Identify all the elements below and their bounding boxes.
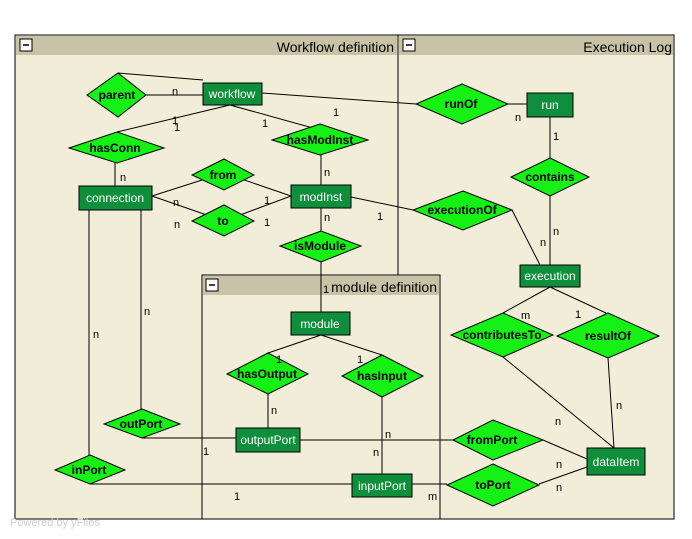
svg-text:hasInput: hasInput: [357, 369, 407, 383]
rel-contains[interactable]: contains: [509, 157, 591, 197]
rel-toport[interactable]: toPort: [445, 463, 541, 507]
card-to-n: n: [174, 219, 180, 231]
svg-text:connection: connection: [86, 191, 144, 205]
svg-text:run: run: [541, 98, 558, 112]
card-contains-n: n: [553, 226, 559, 238]
svg-text:contains: contains: [525, 170, 575, 184]
rel-runof[interactable]: runOf: [414, 83, 510, 125]
collapse-icon[interactable]: [402, 38, 416, 52]
card-parent-1: 1: [172, 115, 178, 127]
card-toport-m: m: [428, 491, 437, 503]
svg-text:outPort: outPort: [120, 417, 163, 431]
rel-parent[interactable]: parent: [86, 72, 147, 118]
svg-text:runOf: runOf: [445, 97, 479, 111]
entity-module[interactable]: module: [290, 311, 351, 336]
svg-text:to: to: [217, 214, 228, 228]
group-title: Workflow definition: [277, 39, 394, 55]
svg-text:resultOf: resultOf: [585, 329, 632, 343]
entity-connection[interactable]: connection: [78, 185, 153, 211]
rel-ismodule[interactable]: isModule: [278, 230, 363, 263]
card-toport-n: n: [556, 482, 562, 494]
entity-workflow[interactable]: workflow: [202, 82, 263, 106]
rel-outport[interactable]: outPort: [102, 408, 182, 439]
card-hasinput-1: 1: [357, 354, 363, 366]
svg-text:hasOutput: hasOutput: [237, 367, 297, 381]
card-executionof-n: n: [540, 237, 546, 249]
card-fromport-n1: n: [385, 429, 391, 441]
rel-hasmodinst[interactable]: hasModInst: [270, 123, 370, 156]
svg-text:outputPort: outputPort: [240, 433, 296, 447]
card-outport-1: 1: [203, 446, 209, 458]
card-inport-1: 1: [234, 491, 240, 503]
card-contains-1: 1: [553, 131, 559, 143]
svg-text:isModule: isModule: [294, 239, 346, 253]
svg-text:contributesTo: contributesTo: [462, 328, 541, 342]
svg-text:module: module: [300, 317, 340, 331]
rel-to[interactable]: to: [190, 204, 256, 237]
rel-inport[interactable]: inPort: [53, 454, 127, 485]
card-executionof-1: 1: [377, 211, 383, 223]
card-contributes-m: m: [521, 310, 530, 322]
card-hasoutput-1: 1: [276, 354, 282, 366]
svg-text:execution: execution: [524, 269, 575, 283]
card-to-1: 1: [264, 217, 270, 229]
card-contributes-n: n: [555, 416, 561, 428]
svg-text:hasConn: hasConn: [89, 141, 140, 155]
cardinality-labels: n 1 1 n 1 n 1 n n 1 n 1 1 n 1 n n 1 m n …: [93, 86, 622, 503]
rel-hasinput[interactable]: hasInput: [340, 354, 425, 398]
svg-text:inputPort: inputPort: [358, 479, 407, 493]
svg-text:executionOf: executionOf: [427, 203, 497, 217]
card-ismodule-1: 1: [323, 284, 329, 296]
card-hasinput-n: n: [373, 447, 379, 459]
svg-text:modInst: modInst: [300, 190, 343, 204]
group-title: Execution Log: [583, 39, 672, 55]
entity-modinst[interactable]: modInst: [290, 184, 352, 209]
svg-text:dataItem: dataItem: [593, 455, 640, 469]
collapse-icon[interactable]: [205, 278, 219, 292]
card-outport-n: n: [144, 306, 150, 318]
card-fromport-n2: n: [556, 459, 562, 471]
card-runof-1: 1: [333, 107, 339, 119]
collapse-icon[interactable]: [19, 38, 33, 52]
svg-text:toPort: toPort: [475, 478, 510, 492]
card-from-n: n: [173, 197, 179, 209]
watermark: Powered by yFiles: [10, 517, 100, 529]
entity-inputport[interactable]: inputPort: [351, 473, 413, 498]
card-ismodule-n: n: [324, 212, 330, 224]
card-hasoutput-n: n: [271, 405, 277, 417]
group-title: module definition: [331, 279, 437, 295]
entity-outputport[interactable]: outputPort: [235, 427, 301, 453]
card-inport-n: n: [93, 329, 99, 341]
edges: [88, 72, 615, 485]
entity-dataitem[interactable]: dataItem: [586, 447, 646, 476]
rel-contributesto[interactable]: contributesTo: [449, 312, 555, 358]
svg-text:workflow: workflow: [208, 87, 256, 101]
card-resultof-1: 1: [575, 309, 581, 321]
svg-text:from: from: [210, 168, 237, 182]
card-resultof-n: n: [616, 400, 622, 412]
svg-text:fromPort: fromPort: [467, 433, 518, 447]
card-from-1: 1: [264, 195, 270, 207]
rel-executionof[interactable]: executionOf: [411, 190, 514, 231]
rel-hasconn[interactable]: hasConn: [67, 131, 166, 164]
entity-run[interactable]: run: [526, 92, 574, 118]
svg-text:hasModInst: hasModInst: [287, 133, 354, 147]
card-hasconn-n: n: [120, 172, 126, 184]
rel-fromport[interactable]: fromPort: [451, 419, 545, 461]
card-hasmodinst-1: 1: [262, 118, 268, 130]
card-hasmodinst-n: n: [324, 167, 330, 179]
rel-resultof[interactable]: resultOf: [555, 312, 661, 359]
rel-from[interactable]: from: [190, 158, 256, 191]
card-hasconn-1: 1: [174, 122, 180, 134]
rel-hasoutput[interactable]: hasOutput: [225, 352, 310, 395]
svg-text:parent: parent: [99, 88, 136, 102]
entity-execution[interactable]: execution: [519, 264, 581, 288]
card-parent-n: n: [172, 86, 178, 98]
card-runof-n: n: [515, 112, 521, 124]
svg-text:inPort: inPort: [72, 463, 107, 477]
